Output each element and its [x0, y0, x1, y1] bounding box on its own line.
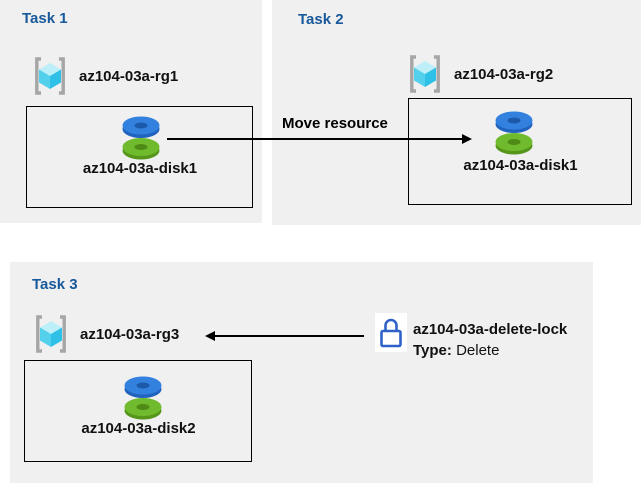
task1-panel: Task 1 az104-03a-rg1 az104-03a-disk1: [0, 0, 262, 223]
resource-group-name: az104-03a-rg3: [80, 325, 180, 343]
task3-panel: Task 3 az104-03a-rg3 az104-03a-disk2 az1…: [10, 262, 593, 483]
move-resource-arrow-line: [167, 138, 464, 140]
task2-title: Task 2: [298, 11, 344, 28]
task2-resource-group: az104-03a-rg2: [407, 54, 553, 94]
lock-name: az104-03a-delete-lock: [413, 321, 568, 338]
lock-type-label: Type:: [413, 342, 452, 359]
lock-annotation: az104-03a-delete-lock Type: Delete: [413, 319, 567, 361]
task2-resource-box: [408, 98, 632, 205]
resource-group-icon: [36, 315, 66, 353]
disk-name: az104-03a-disk2: [81, 420, 196, 437]
lock-type-value: Delete: [456, 342, 500, 359]
task1-title: Task 1: [22, 10, 68, 27]
padlock-glyph: [380, 318, 402, 347]
task3-resource-group: az104-03a-rg3: [33, 314, 179, 354]
lock-type-line: Type: Delete: [413, 340, 567, 361]
lock-arrow-line: [213, 335, 364, 337]
task3-resource-box: [24, 360, 252, 462]
lock-icon: [375, 313, 407, 352]
resource-group-name: az104-03a-rg2: [454, 65, 554, 83]
task1-resource-group: az104-03a-rg1: [32, 56, 178, 96]
disk-name: az104-03a-disk1: [463, 157, 578, 174]
disk-icon: [495, 111, 533, 155]
move-resource-arrowhead: [462, 134, 472, 144]
resource-group-icon: [410, 55, 440, 93]
resource-group-icon: [35, 57, 65, 95]
disk-name: az104-03a-disk1: [82, 160, 198, 177]
task1-resource-box: [26, 106, 253, 208]
move-resource-label: Move resource: [282, 115, 388, 132]
lock-arrowhead: [205, 331, 215, 341]
task3-title: Task 3: [32, 276, 78, 293]
task2-panel: Task 2 az104-03a-rg2 az104-03a-disk1: [272, 0, 641, 225]
disk-icon: [122, 116, 160, 160]
resource-group-name: az104-03a-rg1: [79, 67, 179, 85]
disk-icon: [124, 376, 162, 420]
